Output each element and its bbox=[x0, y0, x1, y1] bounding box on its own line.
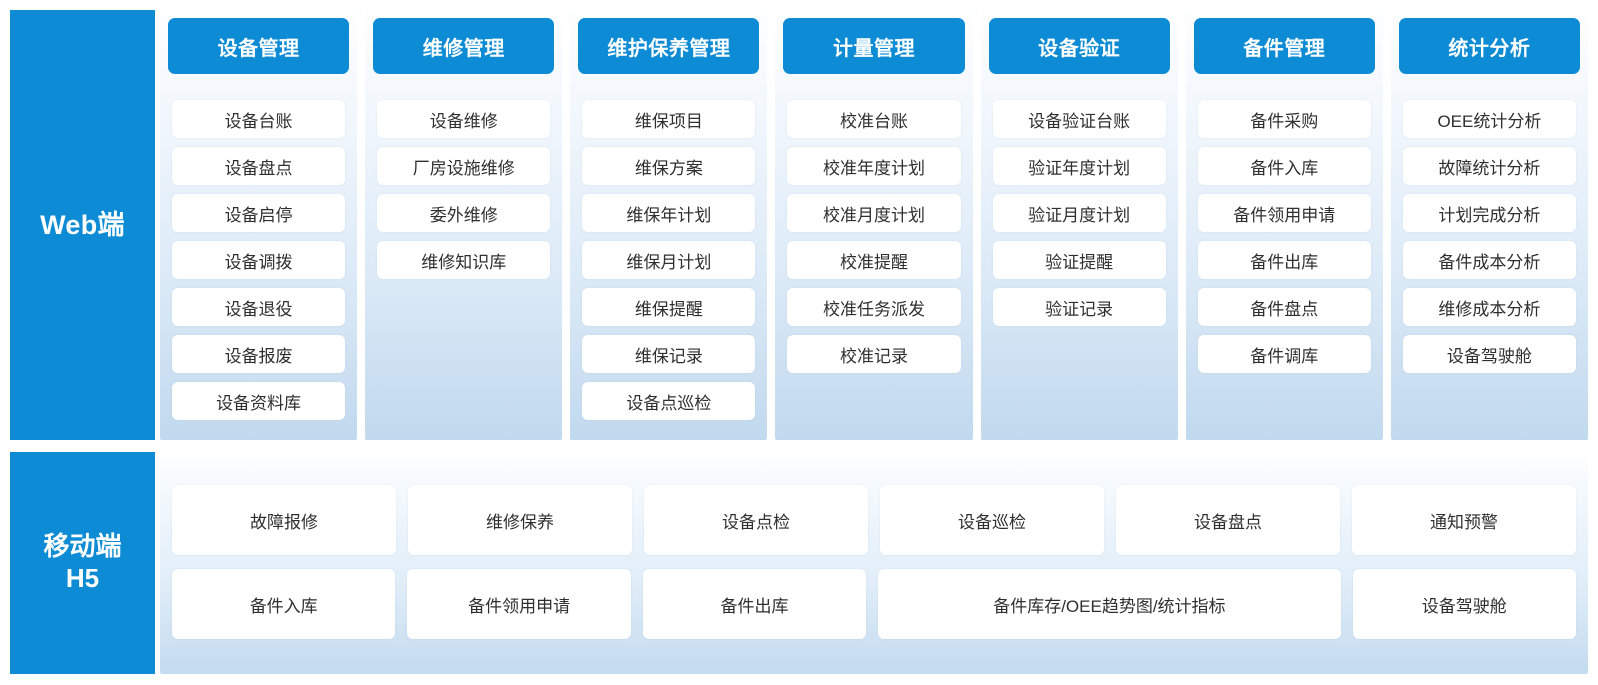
web-module-tile[interactable]: 设备退役 bbox=[172, 288, 346, 326]
mobile-section: 移动端 H5 故障报修维修保养设备点检设备巡检设备盘点通知预警备件入库备件领用申… bbox=[10, 452, 1588, 674]
web-module-tile[interactable]: 维保项目 bbox=[582, 100, 756, 138]
web-module-tile[interactable]: 校准月度计划 bbox=[787, 194, 961, 232]
mobile-module-tile[interactable]: 备件入库 bbox=[172, 569, 396, 639]
web-module-tile[interactable]: 设备资料库 bbox=[172, 382, 346, 420]
web-module-tile[interactable]: 维修成本分析 bbox=[1402, 288, 1576, 326]
web-column-header[interactable]: 设备管理 bbox=[168, 18, 350, 74]
web-module-tile[interactable]: 校准台账 bbox=[787, 100, 961, 138]
web-column-item-list: 设备台账设备盘点设备启停设备调拨设备退役设备报废设备资料库 bbox=[160, 74, 357, 420]
web-module-tile[interactable]: 验证年度计划 bbox=[992, 147, 1166, 185]
web-module-tile[interactable]: 设备报废 bbox=[172, 335, 346, 373]
web-module-tile[interactable]: 备件入库 bbox=[1197, 147, 1371, 185]
web-module-tile[interactable]: 维保记录 bbox=[582, 335, 756, 373]
web-column: 维修管理设备维修厂房设施维修委外维修维修知识库 bbox=[365, 10, 563, 440]
web-column-item-list: 维保项目维保方案维保年计划维保月计划维保提醒维保记录设备点巡检 bbox=[570, 74, 767, 420]
web-column-item-list: OEE统计分析故障统计分析计划完成分析备件成本分析维修成本分析设备驾驶舱 bbox=[1391, 74, 1588, 373]
mobile-section-label-line2: H5 bbox=[65, 563, 100, 593]
web-module-tile[interactable]: 设备验证台账 bbox=[992, 100, 1166, 138]
web-column-header[interactable]: 设备验证 bbox=[988, 18, 1170, 74]
web-column-item-list: 备件采购备件入库备件领用申请备件出库备件盘点备件调库 bbox=[1186, 74, 1383, 373]
web-module-tile[interactable]: 备件出库 bbox=[1197, 241, 1371, 279]
mobile-module-tile[interactable]: 维修保养 bbox=[408, 485, 632, 555]
web-module-tile[interactable]: 验证提醒 bbox=[992, 241, 1166, 279]
web-column-header[interactable]: 维护保养管理 bbox=[578, 18, 760, 74]
web-module-tile[interactable]: 设备维修 bbox=[377, 100, 551, 138]
web-module-tile[interactable]: 校准提醒 bbox=[787, 241, 961, 279]
web-module-tile[interactable]: 设备启停 bbox=[172, 194, 346, 232]
web-module-tile[interactable]: 备件采购 bbox=[1197, 100, 1371, 138]
mobile-tiles-container: 故障报修维修保养设备点检设备巡检设备盘点通知预警备件入库备件领用申请备件出库备件… bbox=[160, 452, 1588, 674]
web-module-tile[interactable]: 设备台账 bbox=[172, 100, 346, 138]
mobile-module-tile[interactable]: 设备盘点 bbox=[1116, 485, 1340, 555]
web-section-label-text: Web端 bbox=[40, 209, 125, 240]
web-module-tile[interactable]: 维保月计划 bbox=[582, 241, 756, 279]
web-module-tile[interactable]: 维保提醒 bbox=[582, 288, 756, 326]
web-module-tile[interactable]: 厂房设施维修 bbox=[377, 147, 551, 185]
web-module-tile[interactable]: 计划完成分析 bbox=[1402, 194, 1576, 232]
mobile-section-label: 移动端 H5 bbox=[10, 452, 155, 674]
mobile-module-tile[interactable]: 设备点检 bbox=[644, 485, 868, 555]
web-module-tile[interactable]: 委外维修 bbox=[377, 194, 551, 232]
mobile-module-tile[interactable]: 故障报修 bbox=[172, 485, 396, 555]
web-module-tile[interactable]: 备件盘点 bbox=[1197, 288, 1371, 326]
web-column: 设备管理设备台账设备盘点设备启停设备调拨设备退役设备报废设备资料库 bbox=[160, 10, 358, 440]
web-module-tile[interactable]: 维保年计划 bbox=[582, 194, 756, 232]
web-module-tile[interactable]: OEE统计分析 bbox=[1402, 100, 1576, 138]
web-column-header[interactable]: 统计分析 bbox=[1398, 18, 1580, 74]
web-module-tile[interactable]: 设备点巡检 bbox=[582, 382, 756, 420]
web-module-tile[interactable]: 设备盘点 bbox=[172, 147, 346, 185]
web-column-header[interactable]: 维修管理 bbox=[373, 18, 555, 74]
mobile-tile-row: 备件入库备件领用申请备件出库备件库存/OEE趋势图/统计指标设备驾驶舱 bbox=[172, 569, 1576, 639]
web-module-tile[interactable]: 校准记录 bbox=[787, 335, 961, 373]
web-column: 计量管理校准台账校准年度计划校准月度计划校准提醒校准任务派发校准记录 bbox=[775, 10, 973, 440]
mobile-module-tile[interactable]: 设备巡检 bbox=[880, 485, 1104, 555]
web-column: 维护保养管理维保项目维保方案维保年计划维保月计划维保提醒维保记录设备点巡检 bbox=[570, 10, 768, 440]
web-module-tile[interactable]: 设备调拨 bbox=[172, 241, 346, 279]
web-module-tile[interactable]: 验证月度计划 bbox=[992, 194, 1166, 232]
mobile-module-tile[interactable]: 设备驾驶舱 bbox=[1352, 569, 1576, 639]
web-column-item-list: 设备维修厂房设施维修委外维修维修知识库 bbox=[365, 74, 562, 279]
web-section: Web端 设备管理设备台账设备盘点设备启停设备调拨设备退役设备报废设备资料库维修… bbox=[10, 10, 1588, 440]
web-column: 设备验证设备验证台账验证年度计划验证月度计划验证提醒验证记录 bbox=[980, 10, 1178, 440]
web-module-tile[interactable]: 备件调库 bbox=[1197, 335, 1371, 373]
web-column-header[interactable]: 备件管理 bbox=[1193, 18, 1375, 74]
web-module-tile[interactable]: 维保方案 bbox=[582, 147, 756, 185]
web-module-tile[interactable]: 备件成本分析 bbox=[1402, 241, 1576, 279]
web-section-label: Web端 bbox=[10, 10, 155, 440]
mobile-module-tile[interactable]: 通知预警 bbox=[1352, 485, 1576, 555]
mobile-section-label-line1: 移动端 bbox=[43, 531, 122, 562]
web-column-item-list: 校准台账校准年度计划校准月度计划校准提醒校准任务派发校准记录 bbox=[775, 74, 972, 373]
mobile-module-tile[interactable]: 备件出库 bbox=[642, 569, 867, 639]
web-column-item-list: 设备验证台账验证年度计划验证月度计划验证提醒验证记录 bbox=[981, 74, 1178, 326]
web-module-tile[interactable]: 备件领用申请 bbox=[1197, 194, 1371, 232]
web-columns-container: 设备管理设备台账设备盘点设备启停设备调拨设备退役设备报废设备资料库维修管理设备维… bbox=[155, 10, 1588, 440]
web-module-tile[interactable]: 校准年度计划 bbox=[787, 147, 961, 185]
web-module-tile[interactable]: 设备驾驶舱 bbox=[1402, 335, 1576, 373]
mobile-tile-row: 故障报修维修保养设备点检设备巡检设备盘点通知预警 bbox=[172, 485, 1576, 555]
web-module-tile[interactable]: 故障统计分析 bbox=[1402, 147, 1576, 185]
mobile-module-tile[interactable]: 备件领用申请 bbox=[407, 569, 631, 639]
web-column: 备件管理备件采购备件入库备件领用申请备件出库备件盘点备件调库 bbox=[1185, 10, 1383, 440]
web-module-tile[interactable]: 校准任务派发 bbox=[787, 288, 961, 326]
web-column-header[interactable]: 计量管理 bbox=[783, 18, 965, 74]
mobile-module-tile[interactable]: 备件库存/OEE趋势图/统计指标 bbox=[878, 569, 1341, 639]
web-module-tile[interactable]: 维修知识库 bbox=[377, 241, 551, 279]
web-module-tile[interactable]: 验证记录 bbox=[992, 288, 1166, 326]
